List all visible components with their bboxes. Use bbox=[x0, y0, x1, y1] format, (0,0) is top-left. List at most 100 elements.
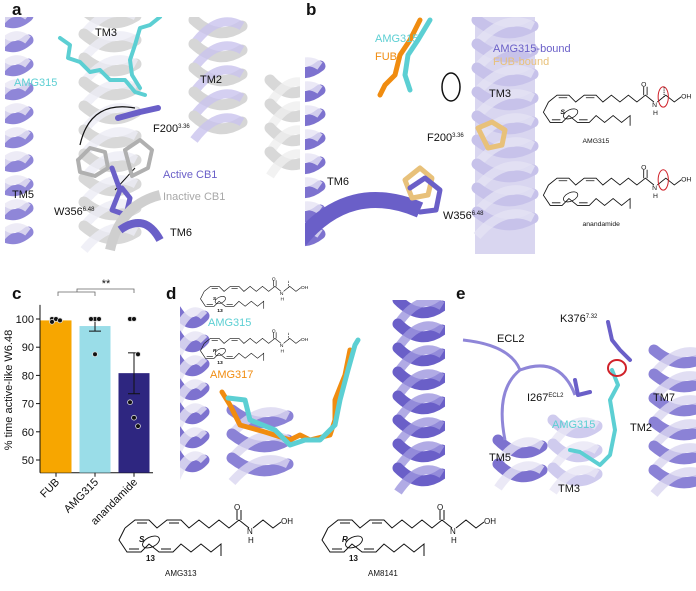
data-point bbox=[127, 399, 133, 405]
helix-back bbox=[190, 65, 245, 95]
carbon-label: 13 bbox=[146, 554, 155, 563]
helix-back bbox=[305, 129, 323, 142]
molecule-name: AMG313 bbox=[165, 569, 197, 578]
data-point bbox=[135, 351, 141, 358]
bar-FUB bbox=[40, 320, 72, 473]
helix-back bbox=[190, 89, 245, 119]
significance-bracket bbox=[76, 288, 135, 293]
ligand-stick bbox=[402, 17, 433, 93]
helix-back bbox=[80, 103, 139, 133]
panel-label-c: c bbox=[12, 284, 21, 303]
helix-back bbox=[473, 209, 536, 240]
stereocenter-ellipse bbox=[345, 535, 363, 549]
ligand-stick bbox=[568, 368, 620, 467]
stereocenter-ellipse bbox=[563, 191, 579, 203]
label-ligand-amg315: AMG315 bbox=[14, 77, 57, 89]
helix-back bbox=[650, 395, 696, 425]
molecule-name: anandamide bbox=[583, 221, 621, 228]
atom-h: H bbox=[653, 110, 658, 117]
helix-back bbox=[5, 199, 31, 216]
molecule-skeleton bbox=[321, 509, 485, 557]
significance-bracket bbox=[57, 291, 96, 296]
helix-back bbox=[180, 331, 208, 360]
helix-tm6-b bbox=[305, 192, 424, 246]
ligand-stick bbox=[606, 320, 632, 362]
legend-inactive-cb1: Inactive CB1 bbox=[163, 191, 225, 203]
molecule-skeleton bbox=[118, 509, 282, 557]
helix-back bbox=[473, 41, 536, 72]
helix-back bbox=[549, 465, 600, 495]
helix-back bbox=[305, 105, 323, 118]
helix-back bbox=[394, 345, 445, 375]
stereocenter-ellipse bbox=[142, 535, 160, 549]
helix-back bbox=[473, 17, 536, 48]
molecule-skeleton bbox=[200, 279, 302, 310]
atom-h: H bbox=[653, 193, 658, 200]
helix-back bbox=[180, 307, 208, 336]
atom-n: N bbox=[450, 527, 456, 536]
helix-turn bbox=[648, 440, 696, 465]
y-tick-label: 60 bbox=[22, 427, 34, 439]
helix-turn bbox=[648, 392, 696, 417]
y-axis-label: % time active-like W6.48 bbox=[3, 330, 15, 450]
data-point bbox=[96, 316, 102, 322]
atom-h: H bbox=[280, 349, 284, 355]
helix-back bbox=[266, 101, 300, 131]
helix-back bbox=[5, 55, 31, 72]
helix-back bbox=[180, 379, 208, 408]
atom-oh: OH bbox=[484, 517, 496, 526]
atom-o: O bbox=[272, 276, 276, 282]
y-tick-label: 100 bbox=[16, 314, 34, 326]
helix-back bbox=[228, 407, 291, 438]
helix-back bbox=[473, 137, 536, 168]
data-point bbox=[131, 414, 137, 421]
helix-back bbox=[473, 65, 536, 96]
helix-back bbox=[650, 443, 696, 473]
helix-back bbox=[80, 223, 139, 253]
helix-back bbox=[5, 31, 31, 48]
loop-ecl2 bbox=[462, 338, 577, 441]
helix-back bbox=[180, 427, 208, 456]
atom-n: N bbox=[652, 185, 657, 192]
ligand-stick bbox=[58, 36, 147, 97]
molecule-name: AM8141 bbox=[368, 569, 398, 578]
helix-back bbox=[494, 437, 545, 467]
stereo-label: R bbox=[213, 348, 217, 354]
helix-back bbox=[5, 127, 31, 144]
atom-n: N bbox=[247, 527, 253, 536]
ligand-stick bbox=[407, 175, 443, 215]
label-i267: I267ECL2 bbox=[527, 392, 564, 404]
helix-back bbox=[394, 300, 445, 327]
helix-turn bbox=[648, 344, 696, 369]
carbon-label: 13 bbox=[217, 308, 223, 314]
label-k376: K3767.32 bbox=[560, 313, 598, 325]
legend-active-cb1: Active CB1 bbox=[163, 169, 217, 181]
helix-back bbox=[473, 185, 536, 216]
helix-back bbox=[473, 161, 536, 192]
stereocenter-ellipse bbox=[214, 348, 226, 357]
helix-back bbox=[549, 417, 600, 447]
stereocenter-ellipse bbox=[214, 296, 226, 305]
ligand-stick bbox=[573, 378, 592, 397]
atom-oh: OH bbox=[681, 94, 691, 101]
bar-chart: % time active-like W6.48 5060708090100FU… bbox=[3, 278, 153, 528]
carbon-label: 13 bbox=[217, 360, 223, 366]
highlight-ellipse bbox=[607, 359, 627, 377]
label-tm3-e: TM3 bbox=[558, 483, 580, 495]
atom-h: H bbox=[248, 536, 254, 545]
label-f200: F2003.36 bbox=[153, 123, 190, 135]
highlight-ellipse bbox=[657, 86, 669, 108]
helix-back bbox=[180, 355, 208, 384]
stereocenter-ellipse bbox=[563, 108, 579, 120]
label-ecl2: ECL2 bbox=[497, 333, 525, 345]
y-tick-label: 80 bbox=[22, 370, 34, 382]
data-point bbox=[88, 316, 94, 322]
y-tick-label: 90 bbox=[22, 342, 34, 354]
helix-back bbox=[650, 419, 696, 449]
panel-art bbox=[462, 320, 696, 497]
helix-back bbox=[394, 465, 445, 495]
